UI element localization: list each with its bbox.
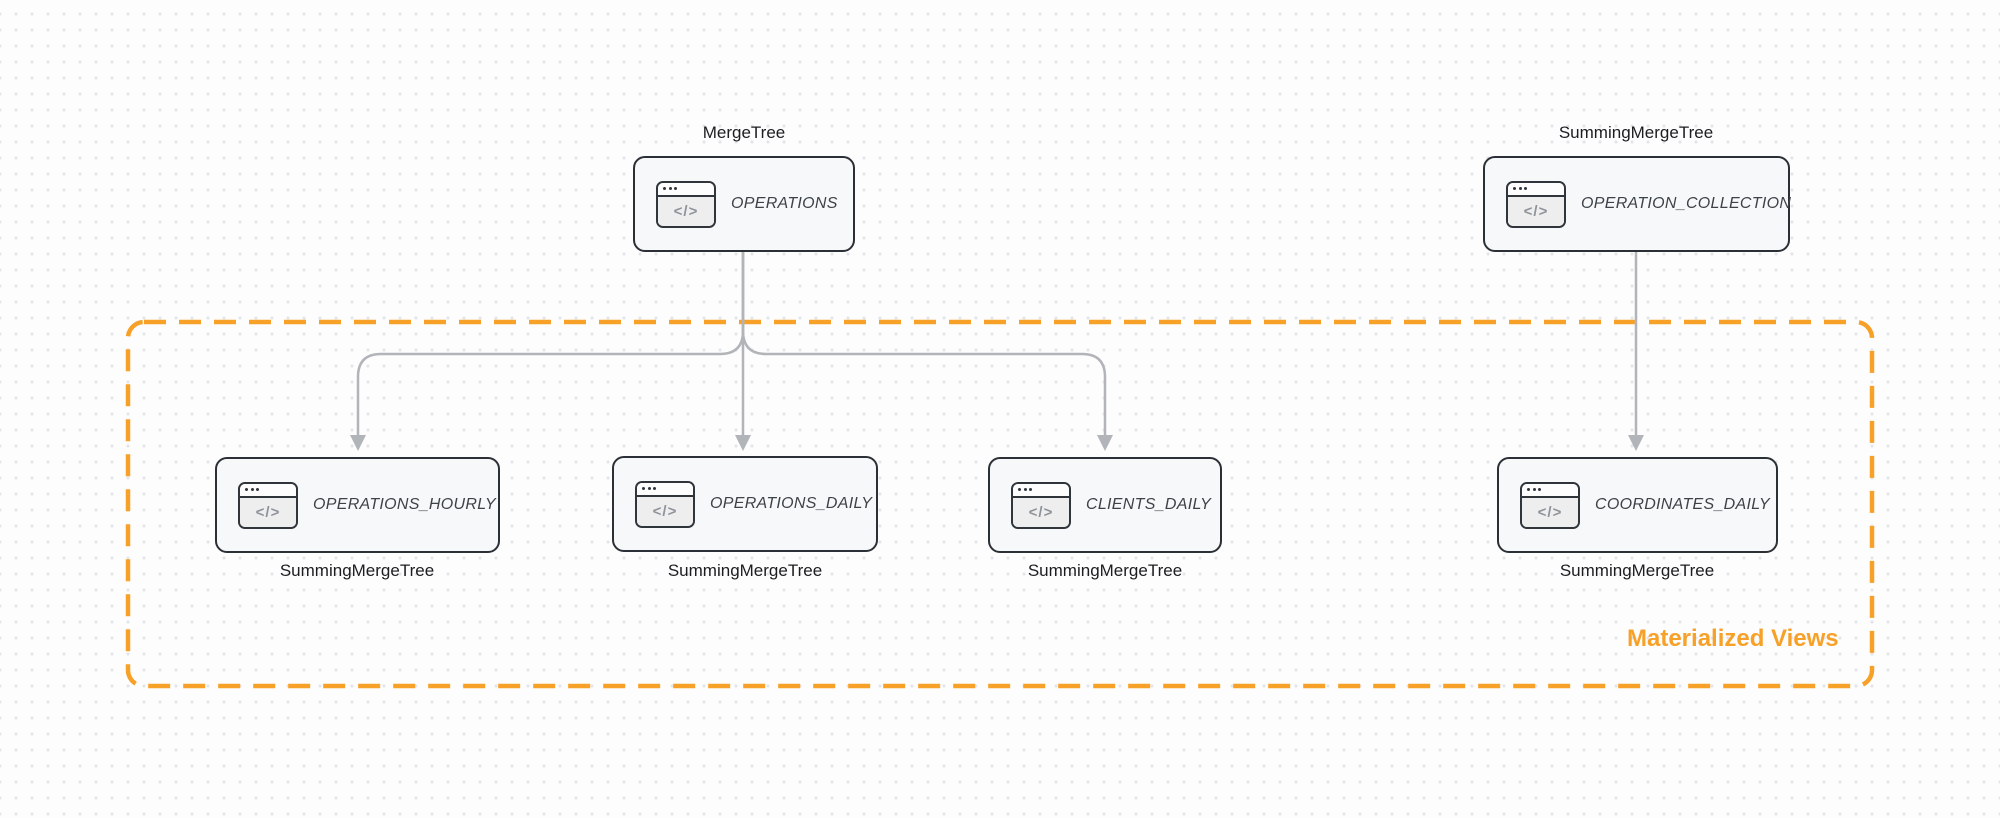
code-window-icon: </>	[1506, 180, 1566, 228]
table-name: OPERATION_COLLECTION	[1581, 195, 1792, 212]
arrowhead	[1097, 435, 1113, 451]
edge-operations-to-operations-hourly	[356, 252, 745, 436]
engine-label-operation-collection: SummingMergeTree	[1558, 123, 1714, 142]
code-glyph: </>	[240, 497, 296, 527]
window-dots	[1522, 483, 1578, 498]
code-window-icon: </>	[238, 481, 298, 529]
window-dots	[1508, 182, 1564, 197]
table-name: CLIENTS_DAILY	[1086, 496, 1212, 513]
code-glyph: </>	[658, 196, 714, 226]
table-name: OPERATIONS	[731, 195, 838, 212]
table-node-clients-daily: </> CLIENTS_DAILY	[988, 457, 1222, 553]
arrowhead	[735, 435, 751, 451]
table-name: OPERATIONS_HOURLY	[313, 496, 496, 513]
window-dots	[637, 482, 693, 497]
arrowhead	[350, 435, 366, 451]
table-node-operations-daily: </> OPERATIONS_DAILY	[612, 456, 878, 552]
window-dots	[1013, 483, 1069, 498]
window-dots	[240, 483, 296, 498]
engine-label-operations: MergeTree	[702, 123, 786, 142]
code-glyph: </>	[1522, 497, 1578, 527]
materialized-views-label: Materialized Views	[1627, 625, 1839, 652]
table-name: COORDINATES_DAILY	[1595, 496, 1770, 513]
code-glyph: </>	[1013, 497, 1069, 527]
engine-label-clients-daily: SummingMergeTree	[1027, 561, 1183, 580]
table-node-coordinates-daily: </> COORDINATES_DAILY	[1497, 457, 1778, 553]
code-glyph: </>	[1508, 196, 1564, 226]
window-dots	[658, 182, 714, 197]
code-window-icon: </>	[1520, 481, 1580, 529]
arrowhead	[1628, 435, 1644, 451]
table-node-operation-collection: </> OPERATION_COLLECTION	[1483, 156, 1792, 252]
engine-label-operations-daily: SummingMergeTree	[667, 561, 823, 580]
table-node-operations: </> OPERATIONS	[633, 156, 855, 252]
edge-operations-to-clients-daily	[741, 252, 1107, 436]
engine-label-coordinates-daily: SummingMergeTree	[1559, 561, 1715, 580]
code-window-icon: </>	[635, 480, 695, 528]
table-name: OPERATIONS_DAILY	[710, 495, 873, 512]
code-window-icon: </>	[1011, 481, 1071, 529]
code-window-icon: </>	[656, 180, 716, 228]
table-node-operations-hourly: </> OPERATIONS_HOURLY	[215, 457, 500, 553]
code-glyph: </>	[637, 496, 693, 526]
engine-label-operations-hourly: SummingMergeTree	[279, 561, 435, 580]
